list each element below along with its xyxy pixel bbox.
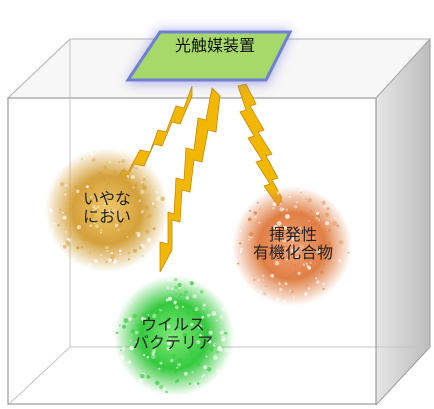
voc-label: 揮発性 有機化合物 bbox=[238, 225, 348, 263]
odor-label: いやな におい bbox=[62, 189, 152, 227]
virus-blob bbox=[114, 276, 234, 396]
odor-blob bbox=[45, 148, 169, 272]
voc-blob bbox=[232, 186, 352, 306]
virus-label-line-1: ウイルス bbox=[140, 315, 205, 334]
voc-label-line-1: 揮発性 bbox=[268, 225, 317, 244]
bolt-to-virus bbox=[159, 87, 221, 273]
device-label: 光触媒装置 bbox=[174, 36, 255, 55]
voc-label-line-2: 有機化合物 bbox=[252, 243, 333, 263]
virus-label: ウイルス バクテリア bbox=[118, 315, 228, 353]
targets bbox=[45, 148, 352, 396]
odor-label-line-1: いやな bbox=[82, 189, 131, 208]
photocatalyst-device bbox=[125, 30, 293, 84]
room-box bbox=[6, 37, 432, 407]
virus-label-line-2: バクテリア bbox=[132, 333, 213, 353]
bolt-to-voc bbox=[237, 83, 283, 207]
odor-label-line-2: におい bbox=[82, 207, 131, 227]
